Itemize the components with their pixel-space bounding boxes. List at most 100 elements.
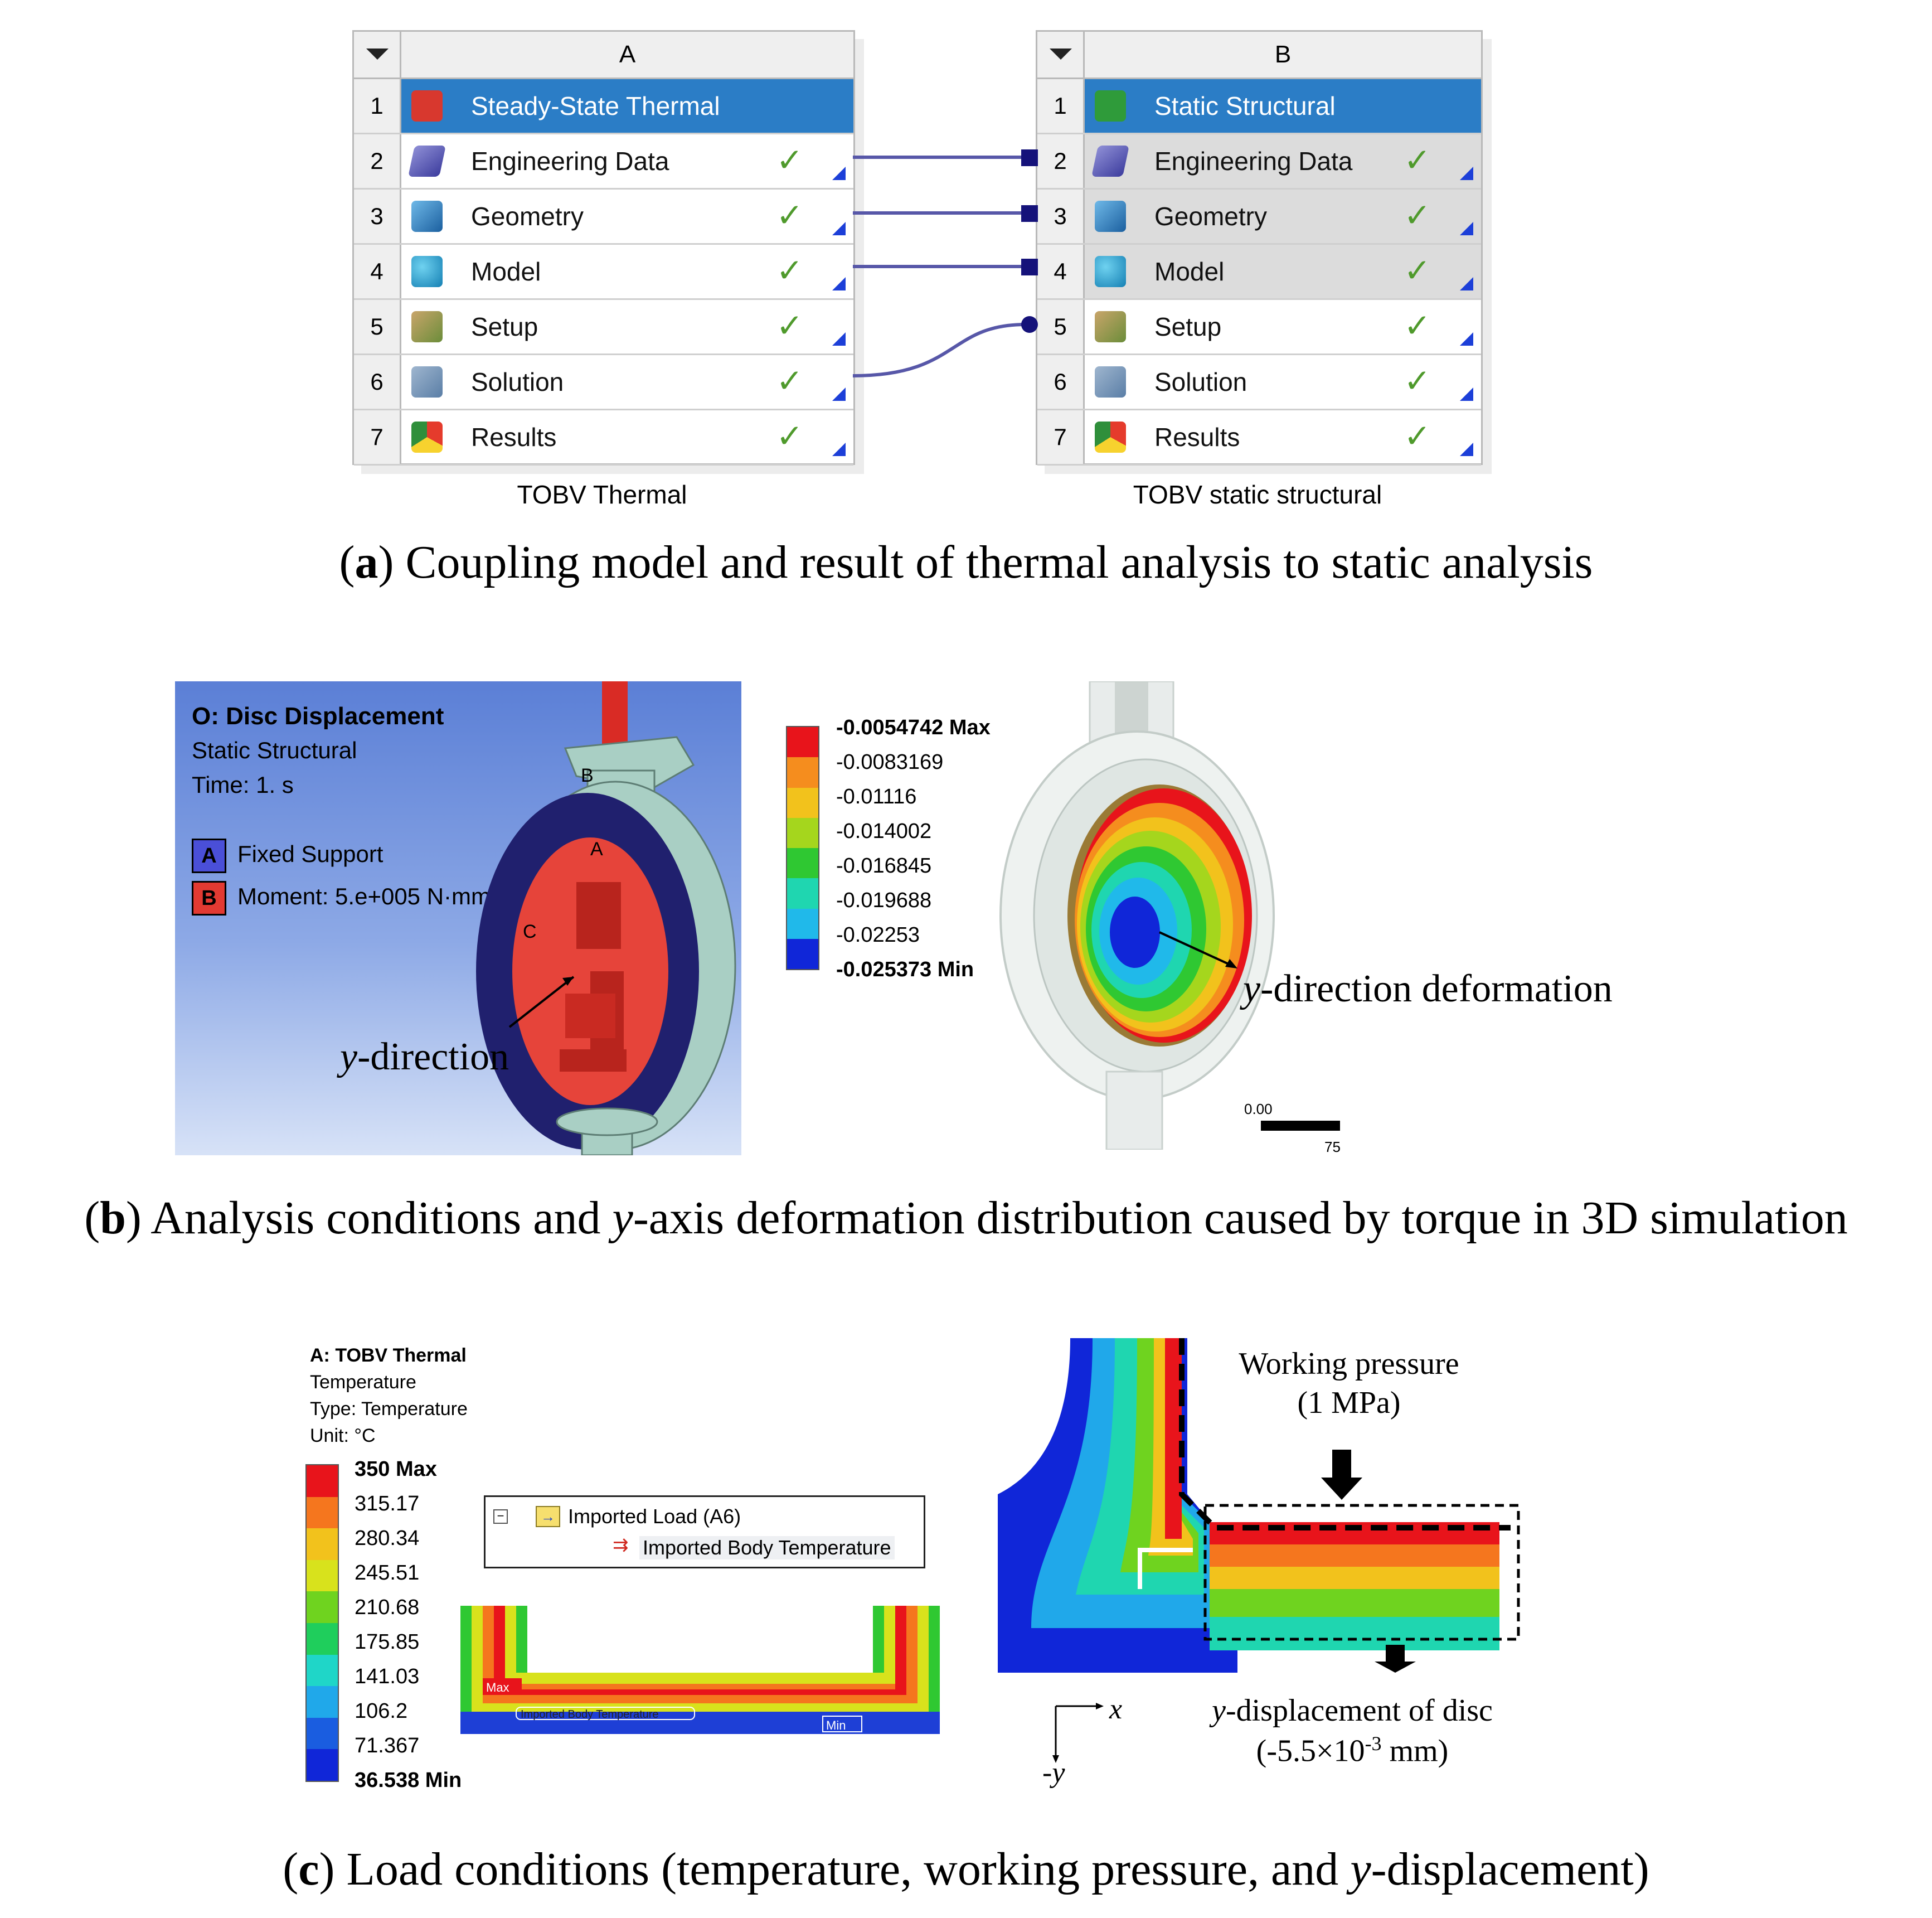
imported-body-temperature-tag: Imported Body Temperature [521, 1708, 659, 1721]
cell-label: Geometry [1154, 202, 1267, 231]
row-number: 6 [1037, 355, 1085, 409]
setup-icon [1095, 311, 1126, 342]
row-number: 4 [354, 245, 401, 298]
color-band [307, 1686, 338, 1718]
label-b-marker: B [581, 765, 594, 786]
cell-body[interactable]: Static Structural [1085, 79, 1481, 133]
system-a-menu-arrow[interactable] [354, 32, 401, 78]
checkmark-icon: ✓ [776, 417, 803, 455]
tree-expand-toggle[interactable]: − [493, 1509, 508, 1524]
max-tag: Max [486, 1680, 509, 1694]
engineering-data-icon [1091, 146, 1129, 177]
cell-body[interactable]: Setup ✓ [1085, 300, 1481, 353]
cell-setup[interactable]: 5 Setup ✓ [354, 300, 853, 355]
link-corner-icon[interactable] [832, 277, 846, 290]
row-number: 2 [354, 134, 401, 188]
caption-b: (b) Analysis conditions and y-axis defor… [84, 1192, 1848, 1244]
color-band [307, 1654, 338, 1687]
min-tag: Min [826, 1718, 846, 1732]
deformation-legend-value: -0.014002 [836, 820, 932, 843]
deformation-legend-value: -0.016845 [836, 854, 932, 878]
label-a-marker: A [590, 839, 603, 860]
cell-body[interactable]: Solution✓ [401, 355, 853, 409]
checkmark-icon: ✓ [1404, 307, 1431, 345]
link-corner-icon[interactable] [832, 167, 846, 180]
row-number: 7 [354, 410, 401, 464]
color-band [787, 787, 818, 818]
scale-bar-end: 75 [1324, 1139, 1341, 1155]
caption-c-letter: c [298, 1843, 319, 1895]
cell-body[interactable]: Geometry✓ [401, 190, 853, 243]
results-icon [1095, 422, 1126, 453]
temperature-legend-value: 106.2 [355, 1699, 408, 1723]
y-direction-rest: -direction [357, 1035, 509, 1078]
cell-label: Setup [471, 312, 538, 341]
cell-body[interactable]: Model✓ [1085, 245, 1481, 298]
color-band [787, 848, 818, 879]
displacement-label: y-displacement of disc [1196, 1693, 1508, 1728]
displacement-label-rest: -displacement of disc [1225, 1693, 1493, 1728]
checkmark-icon: ✓ [776, 196, 803, 234]
link-corner-icon[interactable] [832, 332, 846, 346]
link-corner-icon[interactable] [1460, 167, 1473, 180]
cell-label: Setup [1154, 312, 1222, 341]
cell-body[interactable]: Results✓ [1085, 410, 1481, 464]
temperature-legend-value: 245.51 [355, 1561, 420, 1585]
deformation-legend-value: -0.019688 [836, 889, 932, 912]
cell-body[interactable]: Model✓ [401, 245, 853, 298]
tree-item-imported-body-temperature[interactable]: Imported Body Temperature [639, 1536, 895, 1559]
color-band [787, 878, 818, 909]
view-title: O: Disc Displacement [192, 703, 444, 730]
cell-label: Steady-State Thermal [471, 91, 720, 120]
deformation-legend-value: -0.01116 [836, 785, 917, 808]
cell-body[interactable]: Engineering Data✓ [1085, 134, 1481, 188]
solution-icon [411, 366, 443, 398]
working-pressure-label: Working pressure [1239, 1347, 1459, 1381]
link-corner-icon[interactable] [1460, 332, 1473, 346]
caption-c-italic: y [1350, 1843, 1371, 1895]
color-band [307, 1559, 338, 1592]
link-corner-icon[interactable] [832, 443, 846, 456]
checkmark-icon: ✓ [776, 307, 803, 345]
cell-label: Solution [1154, 367, 1247, 396]
deformation-color-bar [786, 726, 819, 970]
link-corner-icon[interactable] [832, 388, 846, 401]
row-number: 5 [354, 300, 401, 353]
solution-icon [1095, 366, 1126, 398]
link-corner-icon[interactable] [1460, 277, 1473, 290]
cell-label: Static Structural [1154, 91, 1336, 120]
temperature-legend-value: 280.34 [355, 1527, 420, 1550]
system-b-menu-arrow[interactable] [1037, 32, 1085, 78]
system-a-caption: TOBV Thermal [517, 480, 687, 509]
checkmark-icon: ✓ [1404, 417, 1431, 455]
geometry-icon [1095, 201, 1126, 232]
link-corner-icon[interactable] [1460, 388, 1473, 401]
valve-3d-model [476, 681, 736, 1155]
cell-body[interactable]: Results✓ [401, 410, 853, 464]
cell-body[interactable]: Geometry✓ [1085, 190, 1481, 243]
cell-body[interactable]: Setup ✓ [401, 300, 853, 353]
cell-body[interactable]: Solution✓ [1085, 355, 1481, 409]
tree-item-imported-load[interactable]: Imported Load (A6) [568, 1505, 741, 1528]
system-b-caption: TOBV static structural [1133, 480, 1382, 509]
link-corner-icon[interactable] [1460, 443, 1473, 456]
link-corner-icon[interactable] [1460, 222, 1473, 235]
link-corner-icon[interactable] [832, 222, 846, 235]
cell-body[interactable]: Steady-State Thermal [401, 79, 853, 133]
fixed-support-swatch: A [192, 839, 226, 873]
cell-body[interactable]: Engineering Data✓ [401, 134, 853, 188]
row-number: 7 [1037, 410, 1085, 464]
